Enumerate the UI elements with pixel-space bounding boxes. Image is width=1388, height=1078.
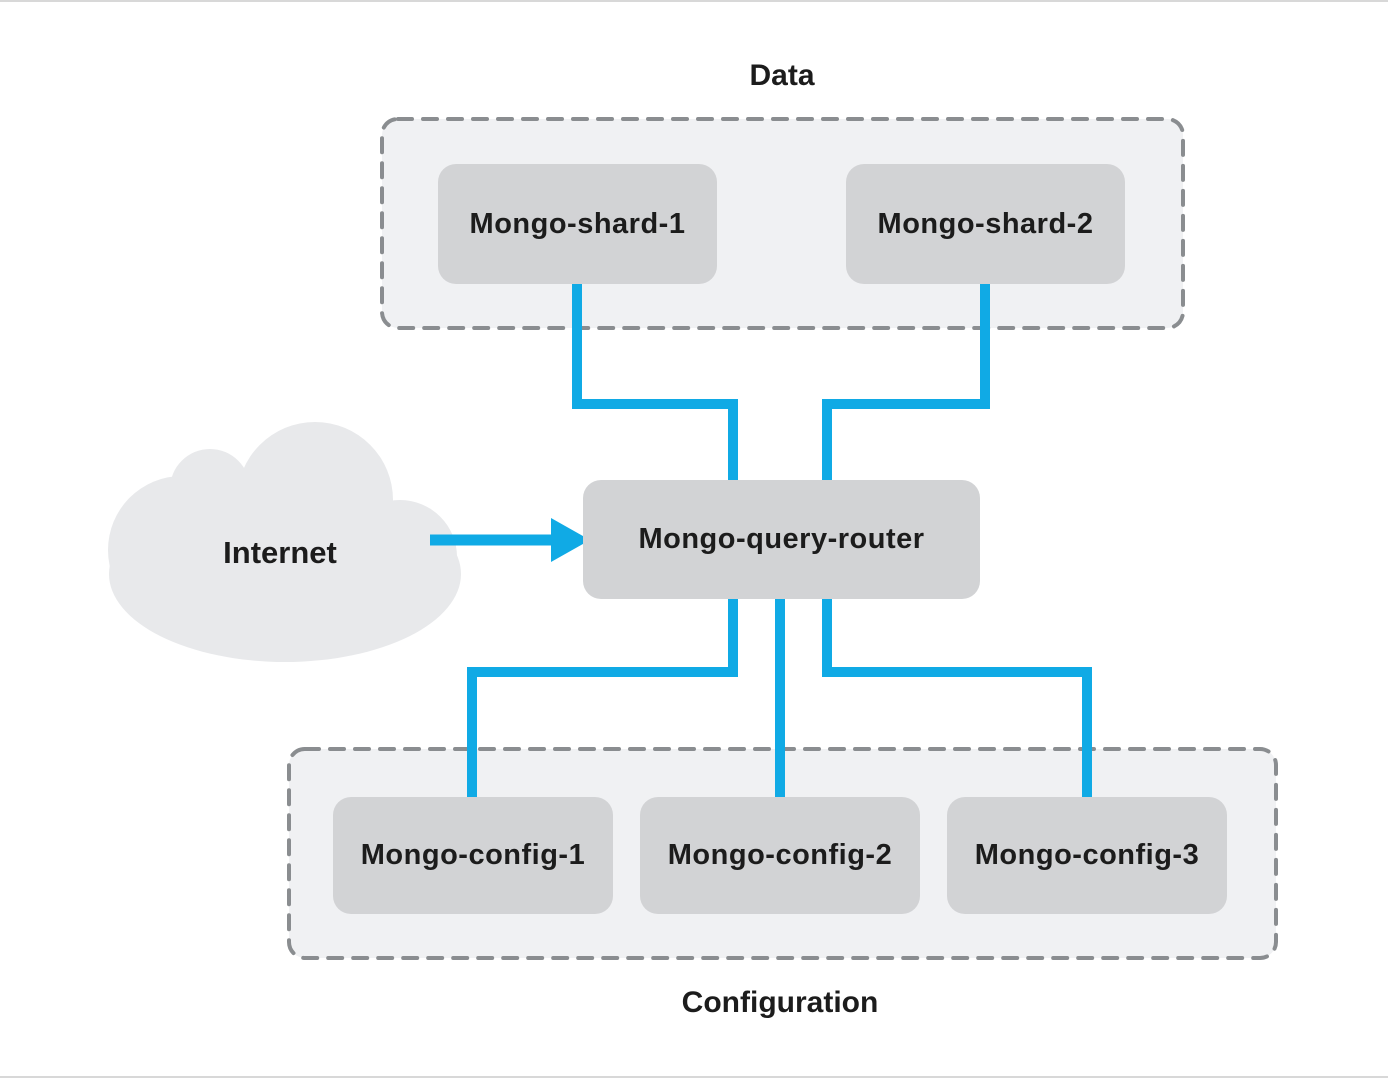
configuration-group-label: Configuration	[681, 986, 879, 1019]
internet-cloud-shape	[108, 422, 461, 662]
node-mongo-shard-1: Mongo-shard-1	[438, 164, 717, 284]
edge-shard2-router	[822, 282, 990, 482]
node-mongo-shard-2: Mongo-shard-2	[846, 164, 1125, 284]
node-mongo-config-3: Mongo-config-3	[947, 797, 1227, 914]
node-mongo-config-1: Mongo-config-1	[333, 797, 613, 914]
node-mongo-query-router: Mongo-query-router	[583, 480, 980, 599]
data-group-label: Data	[749, 59, 815, 92]
edge-router-config3	[822, 597, 1092, 799]
edge-shard1-router	[572, 282, 738, 482]
edge-internet-router-arrow	[430, 518, 590, 562]
internet-cloud-label: Internet	[223, 535, 337, 570]
edge-router-config1	[467, 597, 738, 799]
node-mongo-config-2: Mongo-config-2	[640, 797, 920, 914]
